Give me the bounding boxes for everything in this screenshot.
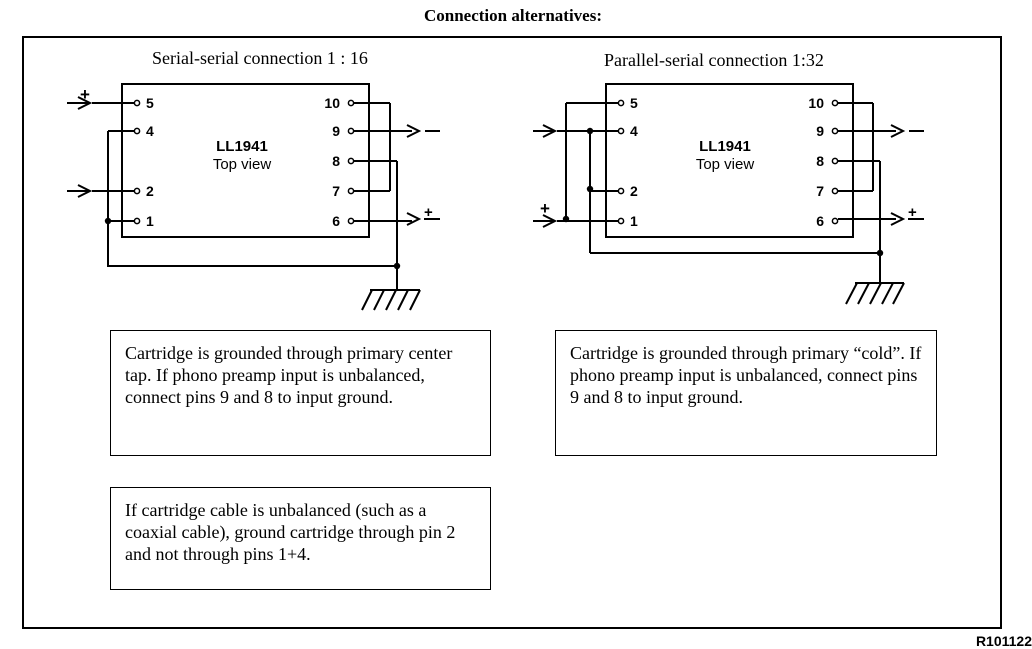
output-plus-sign: +	[908, 204, 917, 221]
ground-icon	[361, 289, 421, 311]
ground-icon	[845, 282, 905, 305]
serial-serial-schematic	[67, 83, 440, 311]
pin-5-terminal	[617, 99, 625, 107]
pin-label: 9	[816, 123, 824, 139]
pin-7-terminal	[347, 187, 355, 195]
pin-2-terminal	[133, 187, 141, 195]
note-text: Cartridge is grounded through primary “c…	[570, 343, 922, 407]
junction-dot	[104, 217, 112, 225]
diagram-frame	[22, 36, 1002, 629]
note-text: If cartridge cable is unbalanced (such a…	[125, 500, 456, 564]
pin-label: 5	[146, 95, 154, 111]
reference-code: R101122	[975, 633, 1032, 649]
junction-dot	[586, 127, 594, 135]
pin-6-terminal	[831, 217, 839, 225]
junction-dot	[876, 249, 884, 257]
pin-10-terminal	[831, 99, 839, 107]
input-plus-sign: +	[540, 199, 550, 218]
ic-name: LL1941	[216, 138, 268, 155]
pin-label: 9	[332, 123, 340, 139]
pin-label: 8	[332, 153, 340, 169]
input-plus-sign: +	[80, 85, 90, 104]
pin-4-terminal	[133, 127, 141, 135]
junction-dot	[586, 185, 594, 193]
pin-label: 7	[332, 183, 340, 199]
ic-view-label: Top view	[213, 156, 272, 173]
pin-label: 8	[816, 153, 824, 169]
parallel-serial-title: Parallel-serial connection 1:32	[604, 50, 824, 70]
pin-label: 1	[146, 213, 154, 229]
pin-label: 10	[808, 95, 824, 111]
ic-name: LL1941	[699, 138, 751, 155]
pin-8-terminal	[347, 157, 355, 165]
pin-1-terminal	[617, 217, 625, 225]
output-plus-arrow-icon	[406, 212, 420, 226]
ic-view-label: Top view	[696, 156, 755, 173]
pin-9-terminal	[831, 127, 839, 135]
pin-2-terminal	[617, 187, 625, 195]
junction-dot	[393, 262, 401, 270]
output-plus-sign: +	[424, 204, 433, 221]
junction-dot	[562, 215, 570, 223]
pin-label: 6	[816, 213, 824, 229]
pin-label: 1	[630, 213, 638, 229]
parallel-serial-schematic	[533, 83, 924, 305]
pin-label: 2	[630, 183, 638, 199]
pin-6-terminal	[347, 217, 355, 225]
pin-10-terminal	[347, 99, 355, 107]
pin-label: 6	[332, 213, 340, 229]
note-unbalanced-cable: If cartridge cable is unbalanced (such a…	[110, 487, 491, 590]
pin-label: 7	[816, 183, 824, 199]
note-serial-serial: Cartridge is grounded through primary ce…	[110, 330, 491, 456]
page-title: Connection alternatives:	[423, 6, 602, 25]
pin-4-terminal	[617, 127, 625, 135]
pin-label: 5	[630, 95, 638, 111]
pin-1-terminal	[133, 217, 141, 225]
note-parallel-serial: Cartridge is grounded through primary “c…	[555, 330, 937, 456]
serial-serial-title: Serial-serial connection 1 : 16	[152, 48, 368, 68]
pin-9-terminal	[347, 127, 355, 135]
pin-5-terminal	[133, 99, 141, 107]
pin-7-terminal	[831, 187, 839, 195]
pin-label: 4	[146, 123, 154, 139]
pin-label: 4	[630, 123, 638, 139]
pin-label: 2	[146, 183, 154, 199]
pin-label: 10	[324, 95, 340, 111]
pin-8-terminal	[831, 157, 839, 165]
note-text: Cartridge is grounded through primary ce…	[125, 343, 453, 407]
